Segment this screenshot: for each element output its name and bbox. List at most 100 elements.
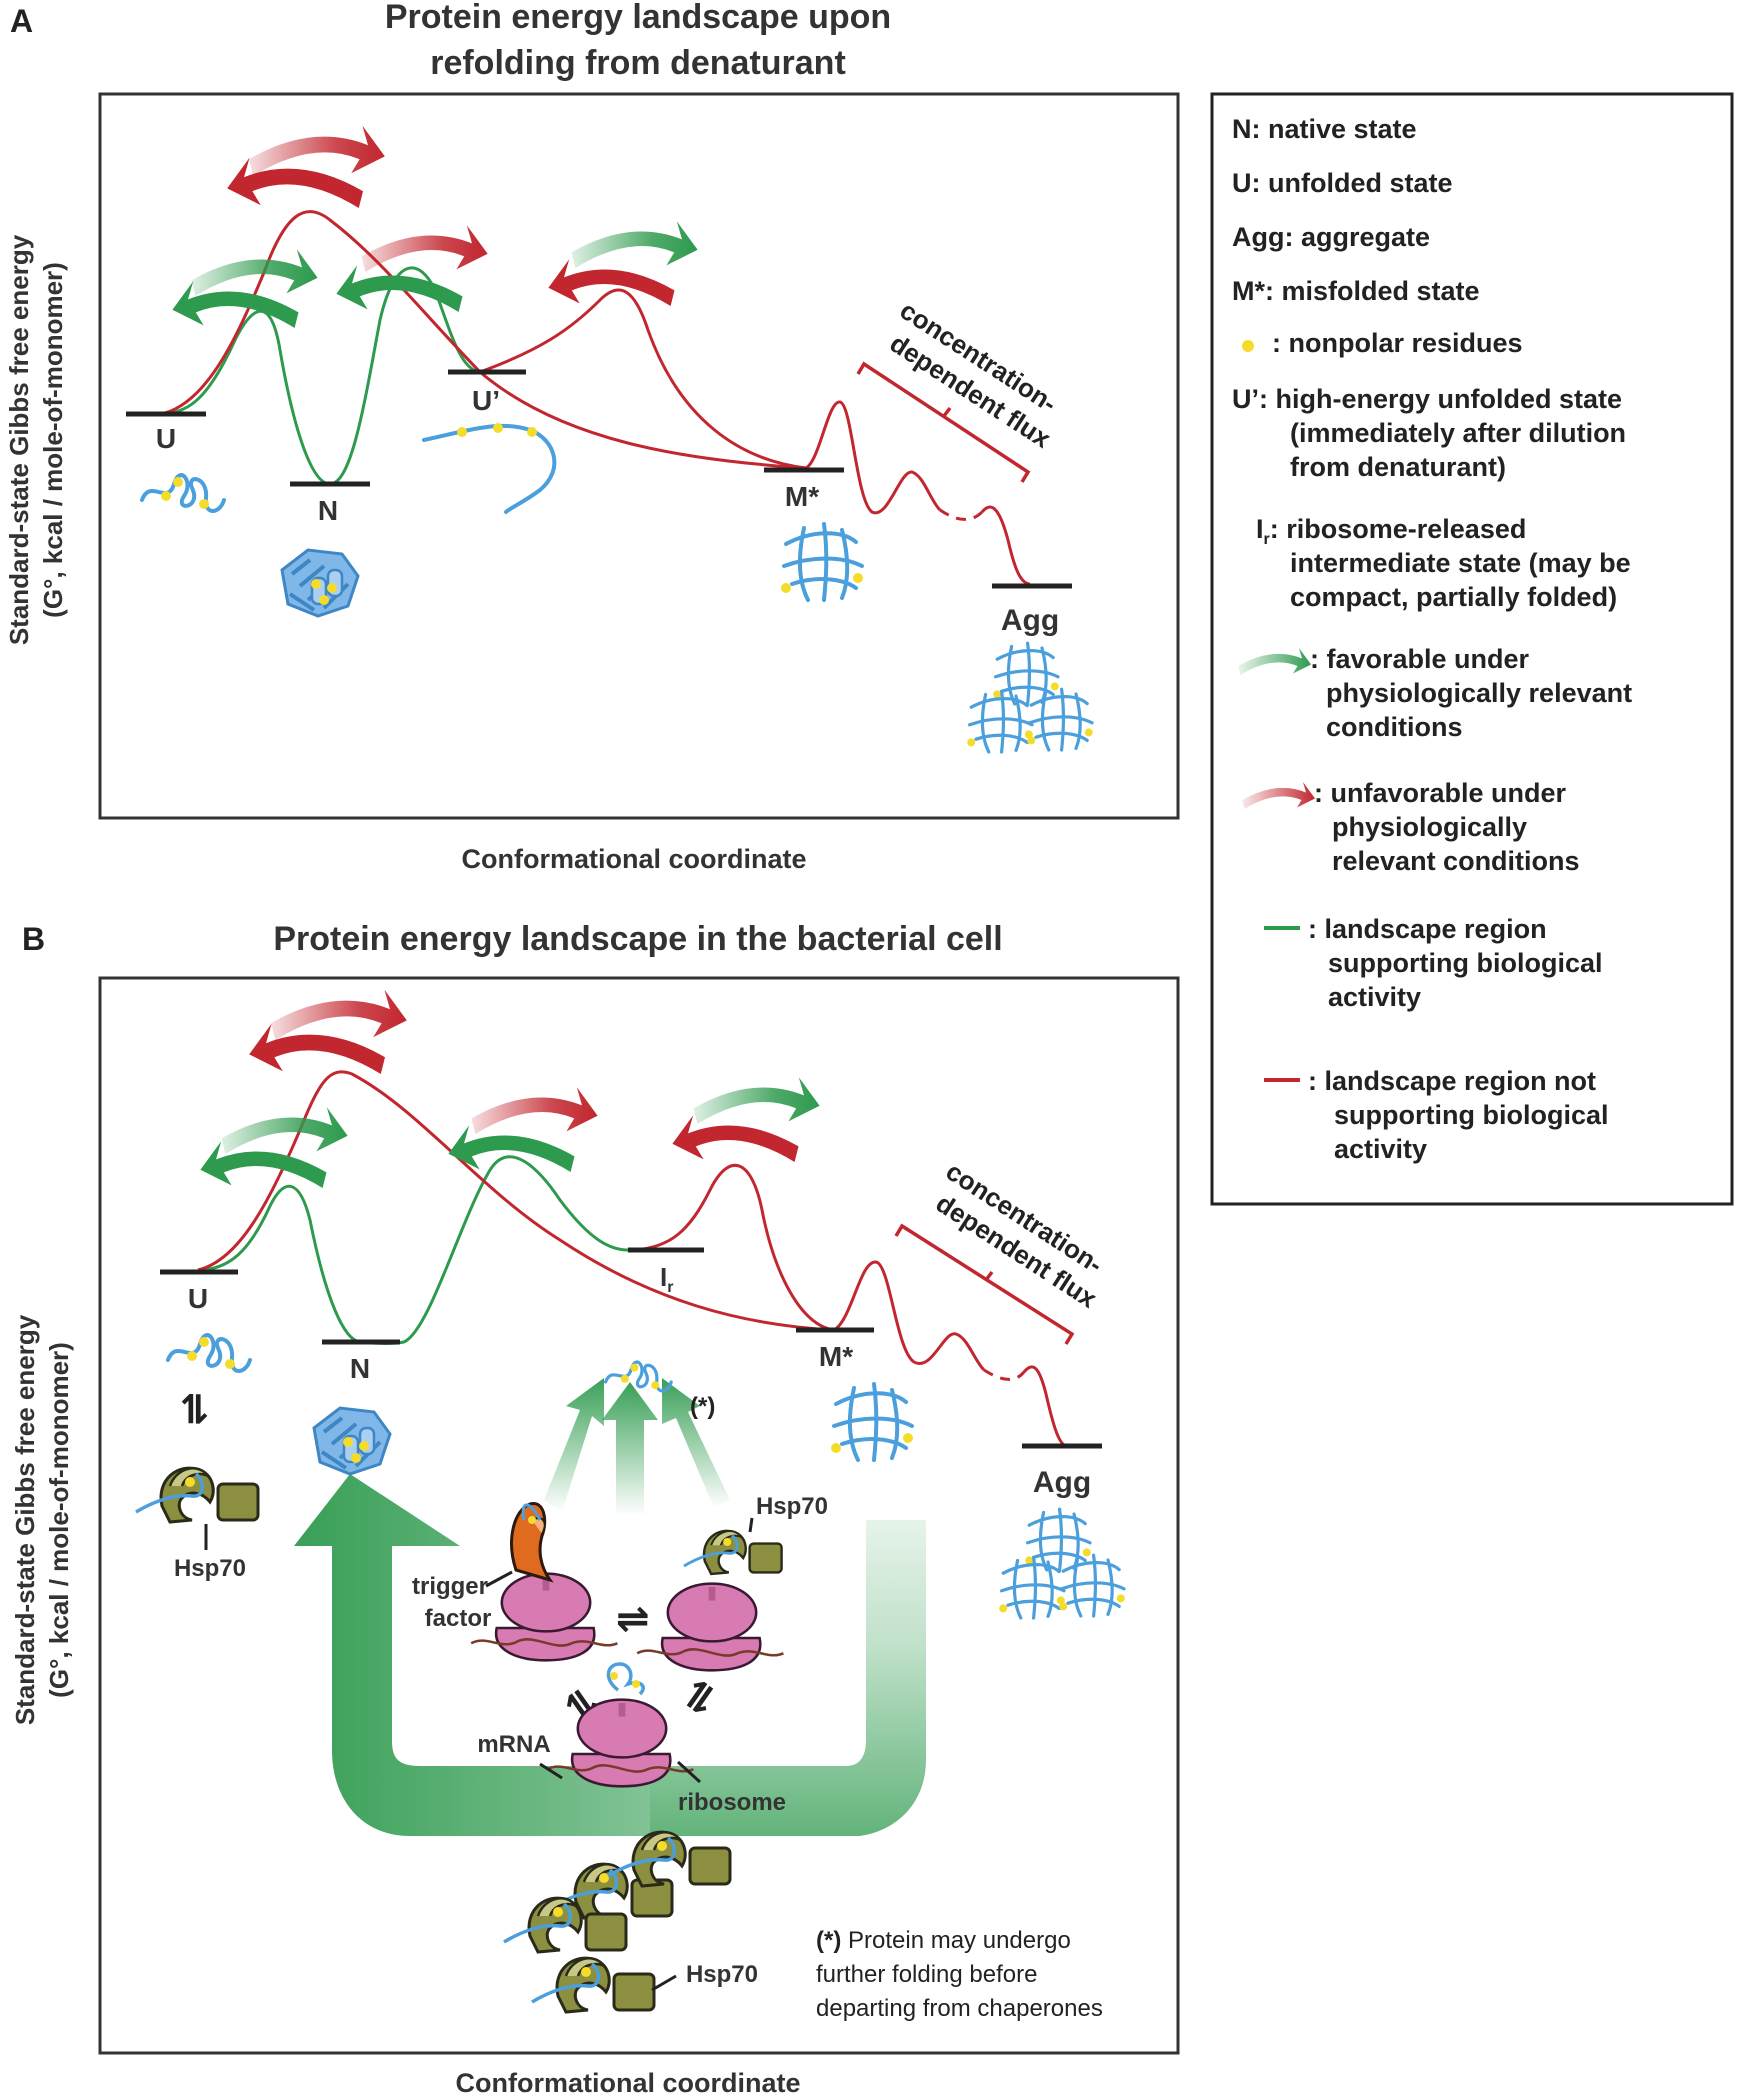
panel-b-protein-u: [166, 1333, 252, 1373]
nonpolar-residue-icon: [1242, 340, 1254, 352]
panel-b-ribosome-hsp70: [635, 1582, 785, 1672]
favorable-arrow-icon: [1238, 648, 1311, 675]
panel-a-y-axis-line2: (G°, kcal / mole-of-monomer): [38, 262, 68, 618]
panel-b-label-agg: Agg: [1033, 1466, 1091, 1499]
panel-b-red-landscape: [197, 1070, 835, 1332]
panel-b-arrow-red-right: [271, 989, 407, 1040]
panel-b-fan-arrow-left: [544, 1378, 604, 1512]
panel-a-red-dashed: [939, 508, 984, 521]
legend-ir-2: intermediate state (may be: [1290, 548, 1631, 578]
panel-b-ribosome-pointer: [676, 1760, 702, 1784]
panel-a-red-to-agg: [805, 400, 942, 515]
panel-b-hsp70-left: [134, 1466, 260, 1524]
panel-b-letter: B: [22, 921, 45, 957]
panel-a-red-landscape-up: [479, 288, 807, 470]
panel-a-protein-n: [280, 548, 360, 618]
legend-green-line-1: : landscape region: [1308, 914, 1547, 944]
legend-unfavorable-3: relevant conditions: [1332, 846, 1580, 876]
panel-b-arrow-green-right: [221, 1107, 348, 1154]
legend-ir-3: compact, partially folded): [1290, 582, 1617, 612]
legend: N: native state U: unfolded state Agg: a…: [1210, 92, 1734, 1206]
panel-a-y-axis-line1: Standard-state Gibbs free energy: [4, 234, 34, 645]
panel-b-u-arrow-right-arm: [650, 1520, 926, 1836]
panel-b-ribosome-trigger: [469, 1572, 619, 1662]
panel-a-arrow-green-left: [172, 281, 299, 328]
legend-red-line-3: activity: [1334, 1134, 1427, 1164]
panel-a-protein-u: [140, 473, 226, 513]
panel-b-red-final: [1022, 1365, 1067, 1448]
panel-a-label-m: M*: [785, 481, 819, 512]
panel-a-arrow-red-left-3: [548, 259, 675, 306]
panel-b-hsp70-bottom-4: [530, 1956, 656, 2014]
panel-b-label-ir: Ir: [660, 1262, 673, 1296]
panel-a-arrow-green-right: [191, 249, 318, 296]
panel-a-red-landscape: [164, 210, 807, 470]
panel-a-arrow-red-right: [249, 125, 385, 176]
panel-a: A Protein energy landscape upon refoldin…: [4, 0, 1180, 874]
panel-b-arrow-red-left: [249, 1023, 385, 1074]
legend-favorable-1: : favorable under: [1310, 644, 1530, 674]
unfavorable-arrow-icon: [1242, 782, 1315, 809]
legend-green-line-3: activity: [1328, 982, 1421, 1012]
panel-a-arrow-red-left: [227, 157, 363, 208]
panel-b-protein-m: [829, 1382, 915, 1462]
panel-b-ribosome-label: ribosome: [678, 1789, 786, 1816]
legend-favorable-3: conditions: [1326, 712, 1463, 742]
panel-b-hsp70-right-pointer: [748, 1517, 754, 1533]
panel-b: B Protein energy landscape in the bacter…: [10, 920, 1180, 2098]
panel-b-green-landscape: [197, 1155, 629, 1345]
legend-u: U: unfolded state: [1232, 168, 1453, 198]
legend-u-prime-1: U’: high-energy unfolded state: [1232, 384, 1622, 414]
legend-nonpolar: : nonpolar residues: [1272, 328, 1523, 358]
panel-b-equilibrium-u-hsp70: ⇌: [173, 1392, 217, 1426]
panel-b-arrow-green-left: [200, 1141, 327, 1188]
legend-unfavorable-2: physiologically: [1332, 812, 1527, 842]
legend-unfavorable-1: : unfavorable under: [1314, 778, 1567, 808]
legend-u-prime-3: from denaturant): [1290, 452, 1506, 482]
panel-b-red-landscape-up: [627, 1164, 835, 1332]
panel-b-arrow-green-right-3: [693, 1077, 820, 1124]
panel-b-protein-n: [312, 1406, 392, 1476]
panel-a-label-agg: Agg: [1001, 604, 1059, 637]
legend-red-line-1: : landscape region not: [1308, 1066, 1596, 1096]
panel-b-frame: [98, 976, 1180, 2055]
panel-b-label-u: U: [188, 1283, 208, 1314]
panel-b-footnote-line2: further folding before: [816, 1961, 1037, 1988]
panel-b-title: Protein energy landscape in the bacteria…: [273, 920, 1002, 958]
panel-a-arrow-green-right-3: [571, 221, 698, 268]
panel-b-arrow-red-right-2: [471, 1087, 598, 1134]
panel-b-y-axis-line2: (G°, kcal / mole-of-monomer): [44, 1342, 74, 1698]
panel-b-mrna-pointer: [539, 1762, 563, 1780]
panel-a-title-line1: Protein energy landscape upon: [385, 0, 891, 36]
panel-b-trigger-label-line1: trigger: [412, 1573, 488, 1600]
trigger-factor-icon: [510, 1502, 554, 1583]
panel-b-red-to-agg: [833, 1260, 986, 1372]
legend-m: M*: misfolded state: [1232, 276, 1480, 306]
panel-b-footnote-line3: departing from chaperones: [816, 1995, 1103, 2022]
panel-b-fan-arrow-right: [662, 1378, 730, 1508]
panel-b-nascent-chain: [606, 1662, 645, 1696]
panel-b-hsp70-bottom-label: Hsp70: [686, 1961, 758, 1988]
panel-b-hsp70-on-ribosome: [682, 1529, 783, 1576]
panel-b-label-m: M*: [819, 1341, 853, 1372]
legend-n: N: native state: [1232, 114, 1417, 144]
legend-u-prime-2: (immediately after dilution: [1290, 418, 1626, 448]
panel-b-arrow-red-left-3: [672, 1115, 799, 1162]
legend-green-line-2: supporting biological: [1328, 948, 1602, 978]
panel-a-protein-u-prime: [422, 423, 557, 514]
panel-a-protein-agg: [967, 643, 1093, 752]
panel-b-mrna-label: mRNA: [477, 1731, 550, 1758]
panel-b-protein-agg: [999, 1509, 1125, 1618]
panel-b-hsp70-bottom-3: [502, 1896, 628, 1954]
panel-a-label-n: N: [318, 495, 338, 526]
panel-a-red-final: [980, 505, 1031, 586]
panel-a-protein-m: [779, 522, 865, 602]
legend-favorable-2: physiologically relevant: [1326, 678, 1632, 708]
panel-b-hsp70-right-label: Hsp70: [756, 1493, 828, 1520]
legend-agg: Agg: aggregate: [1232, 222, 1430, 252]
panel-a-flux-bracket: [856, 361, 1031, 483]
panel-b-equilibrium-top: ⇌: [616, 1597, 650, 1641]
panel-a-letter: A: [10, 3, 33, 39]
panel-b-x-axis: Conformational coordinate: [455, 2068, 800, 2098]
